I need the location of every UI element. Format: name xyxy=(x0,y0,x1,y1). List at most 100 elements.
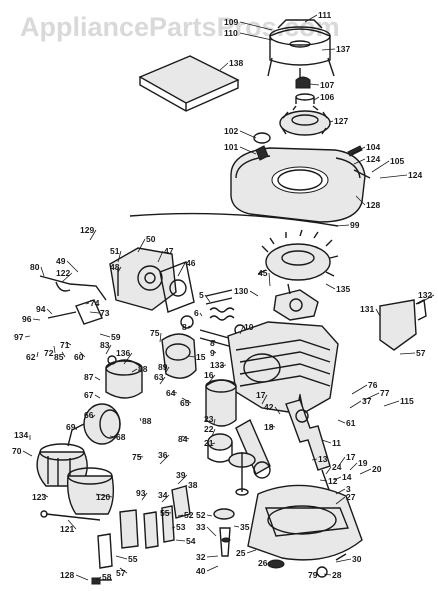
filter-cup-housing[interactable] xyxy=(67,403,121,447)
callout-label-32[interactable]: 32 xyxy=(196,552,206,562)
callout-label-55b[interactable]: 55 xyxy=(128,554,138,564)
callout-label-127[interactable]: 127 xyxy=(334,116,348,126)
callout-label-55a[interactable]: 55 xyxy=(160,508,170,518)
callout-label-85[interactable]: 85 xyxy=(54,352,64,362)
callout-label-52b[interactable]: 52 xyxy=(196,510,206,520)
callout-label-6[interactable]: 6 xyxy=(194,308,199,318)
callout-label-105[interactable]: 105 xyxy=(390,156,404,166)
ignition-coil-part[interactable] xyxy=(273,283,319,321)
callout-label-72[interactable]: 72 xyxy=(44,348,54,358)
callout-label-18[interactable]: 18 xyxy=(264,422,274,432)
gasket-small[interactable] xyxy=(97,533,113,569)
starter-cup-assembly[interactable] xyxy=(267,19,335,80)
callout-label-9[interactable]: 9 xyxy=(210,348,215,358)
callout-label-45[interactable]: 45 xyxy=(258,268,268,278)
callout-label-17[interactable]: 17 xyxy=(256,390,266,400)
callout-label-67[interactable]: 67 xyxy=(84,390,94,400)
callout-label-53[interactable]: 53 xyxy=(176,522,186,532)
callout-label-54[interactable]: 54 xyxy=(186,536,196,546)
callout-label-21[interactable]: 21 xyxy=(204,438,214,448)
callout-label-16[interactable]: 16 xyxy=(204,370,214,380)
callout-label-28[interactable]: 28 xyxy=(332,570,342,580)
callout-label-70[interactable]: 70 xyxy=(12,446,22,456)
housing-base-plate[interactable] xyxy=(129,212,339,227)
callout-label-62[interactable]: 62 xyxy=(26,352,36,362)
callout-label-46[interactable]: 46 xyxy=(186,258,196,268)
callout-label-89[interactable]: 89 xyxy=(158,362,168,372)
camshaft-gear[interactable] xyxy=(228,452,256,496)
callout-label-77[interactable]: 77 xyxy=(380,388,390,398)
callout-label-101[interactable]: 101 xyxy=(224,142,238,152)
callout-label-74[interactable]: 74 xyxy=(90,298,100,308)
callout-label-102[interactable]: 102 xyxy=(224,126,238,136)
callout-label-22[interactable]: 22 xyxy=(204,424,214,434)
callout-label-37[interactable]: 37 xyxy=(362,396,372,406)
callout-label-79[interactable]: 79 xyxy=(308,570,318,580)
callout-label-99[interactable]: 99 xyxy=(350,220,360,230)
carburetor-gasket[interactable] xyxy=(159,261,195,313)
callout-label-24[interactable]: 24 xyxy=(332,462,342,472)
callout-label-122[interactable]: 122 xyxy=(56,268,70,278)
callout-label-76[interactable]: 76 xyxy=(368,380,378,390)
callout-label-135[interactable]: 135 xyxy=(336,284,350,294)
drive-gear-part[interactable] xyxy=(213,508,235,557)
callout-label-94[interactable]: 94 xyxy=(36,304,46,314)
callout-label-3[interactable]: 3 xyxy=(346,484,351,494)
deflector-plate[interactable] xyxy=(379,298,427,351)
callout-label-136[interactable]: 136 xyxy=(116,348,130,358)
callout-label-57b[interactable]: 57 xyxy=(116,568,126,578)
callout-label-27[interactable]: 27 xyxy=(346,492,356,502)
callout-label-71[interactable]: 71 xyxy=(60,340,70,350)
callout-label-19[interactable]: 19 xyxy=(358,458,368,468)
callout-label-17b[interactable]: 17 xyxy=(346,452,356,462)
callout-label-47[interactable]: 47 xyxy=(164,246,174,256)
callout-label-97[interactable]: 97 xyxy=(14,332,24,342)
callout-label-134[interactable]: 134 xyxy=(14,430,28,440)
callout-label-138[interactable]: 138 xyxy=(229,58,243,68)
callout-label-124b[interactable]: 124 xyxy=(408,170,422,180)
callout-label-25[interactable]: 25 xyxy=(236,548,246,558)
callout-label-50[interactable]: 50 xyxy=(146,234,156,244)
callout-label-104[interactable]: 104 xyxy=(366,142,380,152)
callout-label-83[interactable]: 83 xyxy=(100,340,110,350)
callout-label-107[interactable]: 107 xyxy=(320,80,334,90)
intake-elbow[interactable] xyxy=(161,333,197,379)
callout-label-80[interactable]: 80 xyxy=(30,262,40,272)
callout-label-88a[interactable]: 88 xyxy=(138,364,148,374)
callout-label-131[interactable]: 131 xyxy=(360,304,374,314)
callout-label-87[interactable]: 87 xyxy=(84,372,94,382)
callout-label-35[interactable]: 35 xyxy=(240,522,250,532)
callout-label-115[interactable]: 115 xyxy=(400,396,414,406)
callout-label-128b[interactable]: 128 xyxy=(60,570,74,580)
engine-base-plate[interactable] xyxy=(247,484,363,561)
callout-label-137[interactable]: 137 xyxy=(336,44,350,54)
callout-label-93[interactable]: 93 xyxy=(136,488,146,498)
choke-lever-part[interactable] xyxy=(47,299,103,325)
callout-label-61[interactable]: 61 xyxy=(346,418,356,428)
callout-label-58[interactable]: 58 xyxy=(102,572,112,582)
callout-label-8b[interactable]: 8 xyxy=(210,338,215,348)
callout-label-26[interactable]: 26 xyxy=(258,558,268,568)
long-bolt-part[interactable] xyxy=(40,510,101,521)
oil-seal-part[interactable] xyxy=(316,553,347,578)
callout-label-36[interactable]: 36 xyxy=(158,450,168,460)
callout-label-34[interactable]: 34 xyxy=(158,490,168,500)
callout-label-64[interactable]: 64 xyxy=(166,388,176,398)
callout-label-59[interactable]: 59 xyxy=(111,332,121,342)
callout-label-39[interactable]: 39 xyxy=(176,470,186,480)
callout-label-96[interactable]: 96 xyxy=(22,314,32,324)
callout-label-63[interactable]: 63 xyxy=(154,372,164,382)
callout-label-60[interactable]: 60 xyxy=(74,352,84,362)
callout-label-121[interactable]: 121 xyxy=(60,524,74,534)
callout-label-123[interactable]: 123 xyxy=(32,492,46,502)
callout-label-40[interactable]: 40 xyxy=(196,566,206,576)
cam-follower-part[interactable] xyxy=(171,485,191,519)
callout-label-120[interactable]: 120 xyxy=(96,492,110,502)
muffler-cup[interactable] xyxy=(66,467,115,515)
callout-label-124a[interactable]: 124 xyxy=(366,154,380,164)
spring-cap-part[interactable] xyxy=(295,76,311,89)
ratchet-gear-part[interactable] xyxy=(295,93,315,104)
callout-label-130[interactable]: 130 xyxy=(234,286,248,296)
callout-label-33[interactable]: 33 xyxy=(196,522,206,532)
callout-label-68[interactable]: 68 xyxy=(116,432,126,442)
